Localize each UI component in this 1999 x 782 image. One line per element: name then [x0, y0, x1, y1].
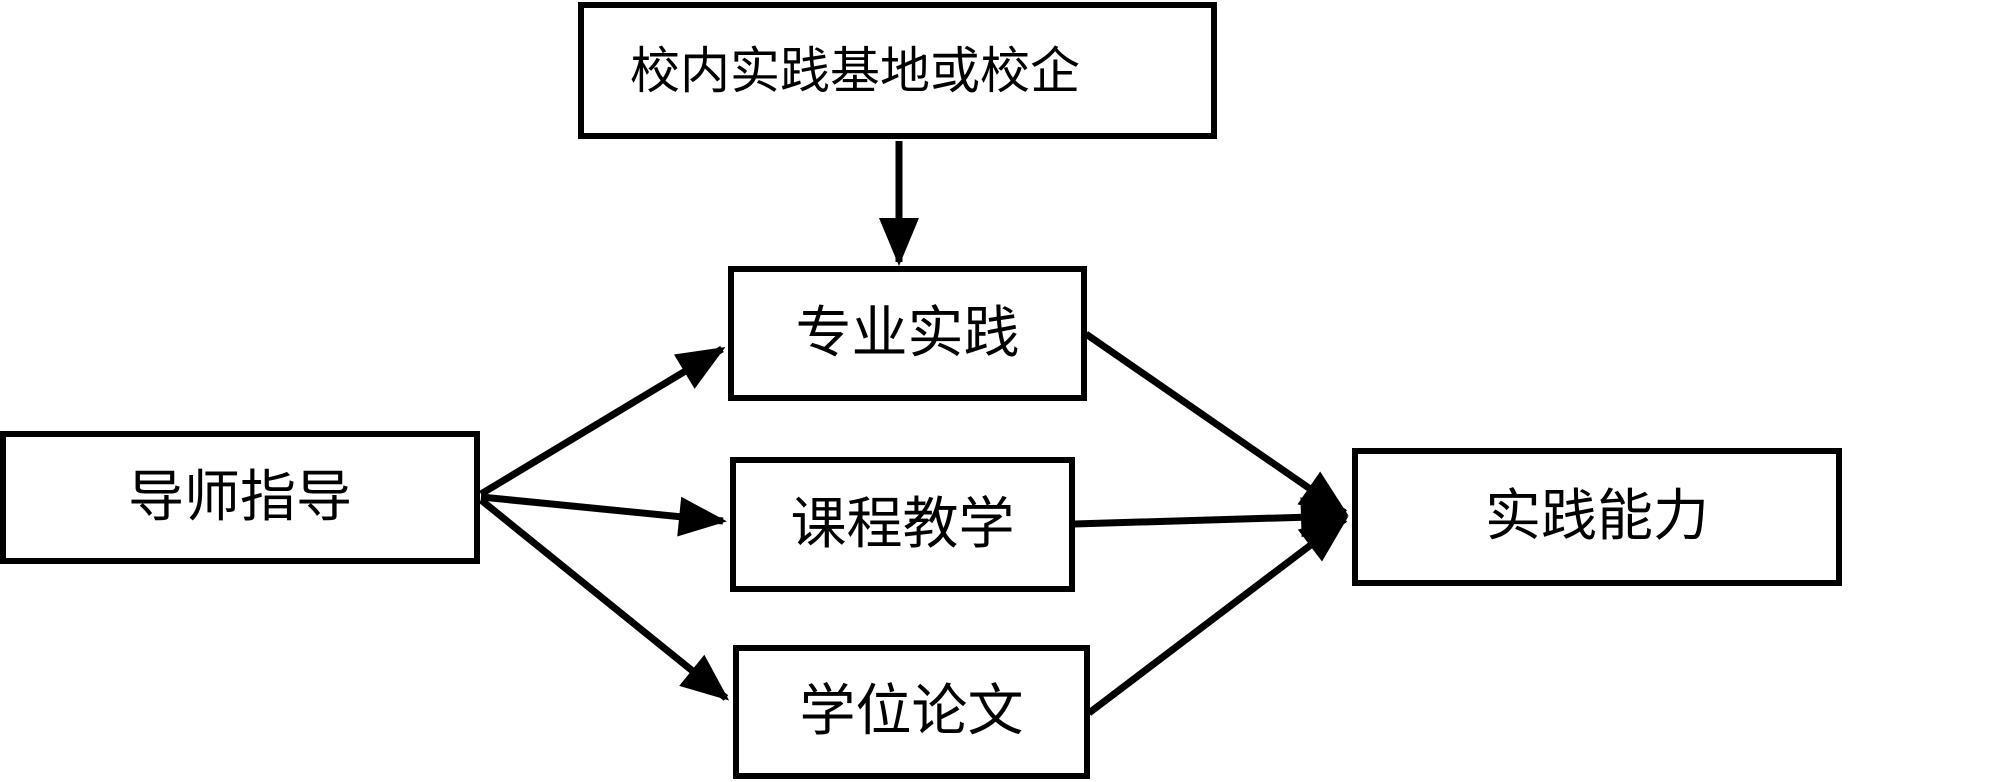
edge-teaching-to-ability	[1073, 497, 1349, 538]
edge-thesis-to-ability	[1086, 516, 1349, 716]
node-degree-thesis: 学位论文	[733, 645, 1090, 779]
node-mentor-guidance-label: 导师指导	[128, 466, 352, 529]
node-mentor-guidance: 导师指导	[0, 431, 480, 564]
node-practical-ability: 实践能力	[1352, 448, 1842, 586]
node-degree-thesis-label: 学位论文	[799, 681, 1024, 743]
node-course-teaching-label: 课程教学	[790, 493, 1015, 556]
node-practice-base-label: 校内实践基地或校企	[630, 42, 1080, 99]
edge-mentor-to-teaching	[480, 493, 727, 537]
edge-practice-to-ability	[1084, 331, 1349, 516]
node-course-teaching: 课程教学	[730, 457, 1075, 592]
node-professional-practice: 专业实践	[728, 266, 1087, 401]
edge-mentor-to-thesis	[478, 497, 730, 701]
node-practice-base: 校内实践基地或校企	[578, 2, 1217, 139]
edge-mentor-to-practice	[479, 346, 726, 497]
node-practical-ability-label: 实践能力	[1485, 486, 1709, 548]
node-professional-practice-label: 专业实践	[795, 302, 1020, 365]
